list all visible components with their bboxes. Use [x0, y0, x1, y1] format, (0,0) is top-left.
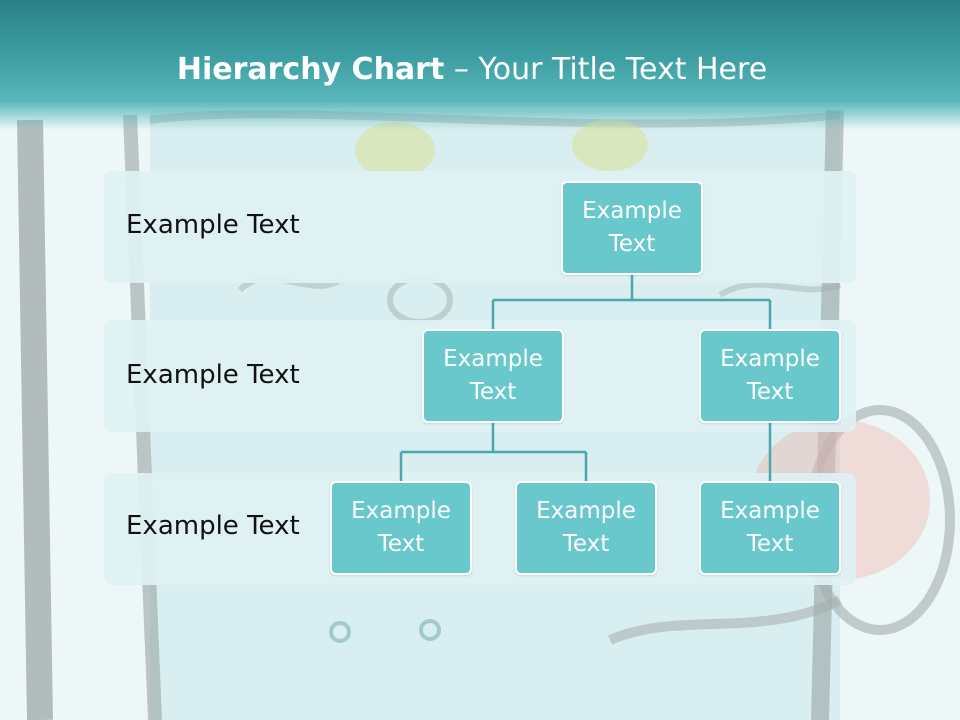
node-root-label: Example Text: [582, 198, 682, 257]
row-label-level-3: Example Text: [126, 511, 300, 541]
node-level2-right-label: Example Text: [720, 346, 820, 405]
title-bold: Hierarchy Chart: [176, 52, 445, 87]
row-label-level-1: Example Text: [126, 210, 300, 240]
connector-left-to-level3: [399, 423, 588, 482]
node-level3-c[interactable]: Example Text: [699, 481, 841, 575]
connector-root-to-level2: [491, 274, 772, 330]
node-level2-left-label: Example Text: [443, 346, 543, 405]
node-root[interactable]: Example Text: [561, 181, 703, 275]
node-level3-b[interactable]: Example Text: [515, 481, 657, 575]
title-band: [0, 0, 960, 130]
node-level2-left[interactable]: Example Text: [422, 329, 564, 423]
node-level3-b-label: Example Text: [536, 498, 636, 557]
node-level3-a[interactable]: Example Text: [330, 481, 472, 575]
row-band-level-1: [104, 171, 856, 283]
node-level3-c-label: Example Text: [720, 498, 820, 557]
row-label-level-2: Example Text: [126, 360, 300, 390]
page-title: Hierarchy Chart – Your Title Text Here: [0, 52, 944, 87]
node-level2-right[interactable]: Example Text: [699, 329, 841, 423]
node-level3-a-label: Example Text: [351, 498, 451, 557]
title-rest: – Your Title Text Here: [444, 52, 768, 87]
